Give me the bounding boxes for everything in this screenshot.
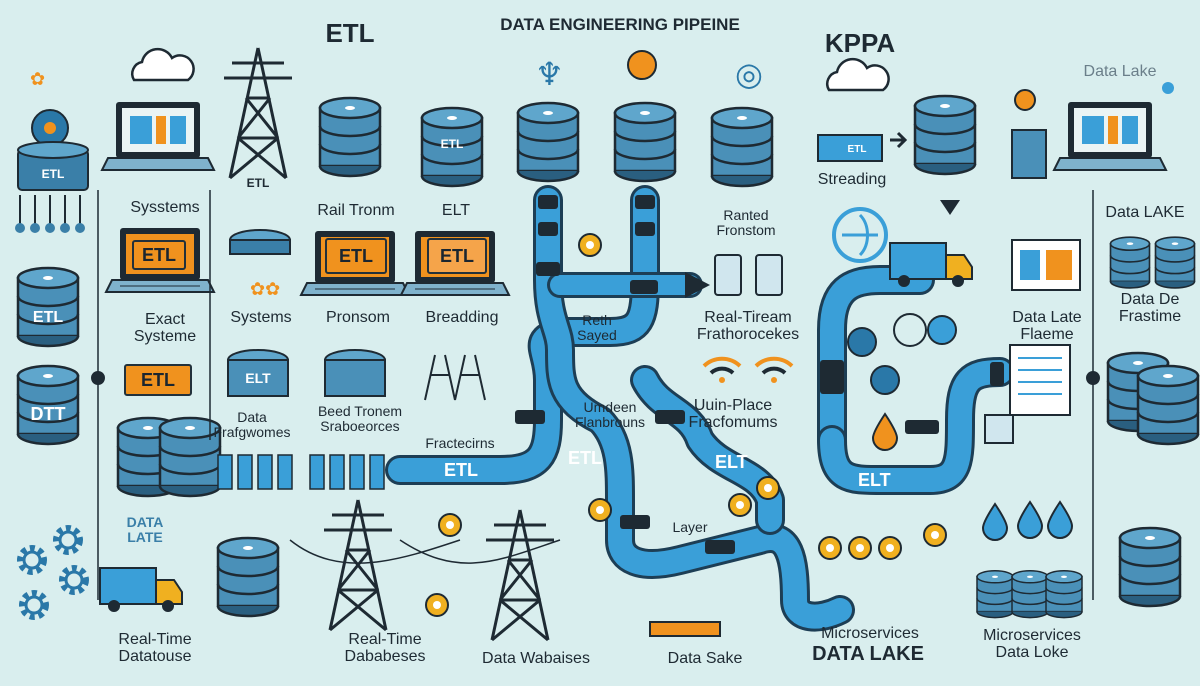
- pipe-elt-label-1: ELT: [715, 452, 748, 472]
- pipeline-network: [385, 185, 1015, 632]
- streading-label: Streading: [817, 171, 887, 188]
- ranted-fronstom-label: Ranted Fronstom: [716, 207, 776, 238]
- pronsom-label: Pronsom: [325, 309, 391, 326]
- column-5: [289, 106, 561, 617]
- etl-db-label: ETL: [33, 309, 63, 326]
- data-late-flaeme-label: Data Late Flaeme: [1012, 309, 1082, 343]
- etl-db-top-label: ETL: [441, 137, 464, 151]
- dtt-db-label: DTT: [31, 404, 66, 424]
- etl-badge-1: ETL: [132, 240, 186, 270]
- data-lake-bold-label: DATA LAKE: [812, 643, 924, 665]
- data-lake-faded-label: Data Lake: [1083, 63, 1157, 80]
- flow-arrow-icon: [685, 131, 960, 298]
- systems-label-2: Systems: [230, 309, 292, 326]
- etl-heading: ETL: [325, 18, 375, 48]
- right-column: [976, 82, 1200, 619]
- data-de-frastime-label: Data De Frastime: [1118, 291, 1182, 325]
- page-title: DATA ENGINEERING PIPEINE: [500, 15, 740, 34]
- microservices-data-loke-label: Microservices Data Loke: [983, 627, 1081, 661]
- pipe-joints: [515, 195, 1004, 554]
- fractecirns-label: Fractecirns: [425, 435, 495, 451]
- exact-systeme-label: Exact Systeme: [133, 311, 197, 345]
- data-wabaises-label: Data Wabaises: [482, 650, 590, 667]
- column-7: ◎: [702, 55, 794, 385]
- column-3: ✿✿: [209, 46, 294, 618]
- svg-text:◎: ◎: [735, 55, 763, 93]
- systems-label: Sysstems: [130, 199, 200, 216]
- svg-text:♆: ♆: [535, 55, 564, 93]
- umdeen-flanbrouns-label: Umdeen Flanbrouns: [574, 399, 646, 430]
- pipe-etl-label-2: ETL: [568, 448, 602, 468]
- uuin-place-label: Uuin-Place Fracfomums: [688, 397, 778, 431]
- elt-db-label: ELT: [245, 370, 271, 386]
- left-column: ✿: [15, 69, 105, 617]
- kppa-column: [817, 57, 1014, 560]
- reth-sayed-label: Reth Sayed: [577, 312, 617, 343]
- real-time-datatouse-label: Real-Time Datatouse: [118, 631, 192, 665]
- etl-badge-3: ETL: [427, 238, 487, 274]
- center-column: ♆: [484, 50, 780, 642]
- real-tiream-label: Real-Tiream Frathorocekes: [696, 309, 800, 343]
- microservices-label: Microservices: [821, 625, 919, 642]
- layer-label: Layer: [672, 519, 708, 535]
- etl-tower-label: ETL: [247, 176, 270, 190]
- kppa-heading: KPPA: [824, 28, 896, 58]
- beed-tronem-label: Beed Tronem Sraboeorces: [317, 403, 403, 434]
- etl-badge-4: ETL: [124, 364, 192, 396]
- pipe-elt-label-2: ELT: [858, 470, 891, 490]
- real-time-dababeses-label: Real-Time Dababeses: [344, 631, 426, 665]
- etl-badge-2: ETL: [325, 238, 387, 274]
- breadding-label: Breadding: [425, 309, 499, 326]
- column-4: [300, 96, 410, 632]
- etl-orb-label: ETL: [848, 144, 867, 155]
- data-sake-label: Data Sake: [667, 650, 743, 667]
- elt-label: ELT: [441, 202, 471, 219]
- pipe-etl-label-1: ETL: [444, 460, 478, 480]
- etl-stand-label: ETL: [42, 167, 65, 181]
- svg-text:✿: ✿: [30, 69, 45, 90]
- rail-tronm-label: Rail Tronm: [317, 202, 395, 219]
- data-late-left-label: DATA LATE: [126, 514, 164, 545]
- data-lake-right-label: Data LAKE: [1105, 204, 1185, 221]
- data-frafgwomes-label: Data Frafgwomes: [213, 409, 291, 440]
- svg-text:✿✿: ✿✿: [250, 279, 280, 300]
